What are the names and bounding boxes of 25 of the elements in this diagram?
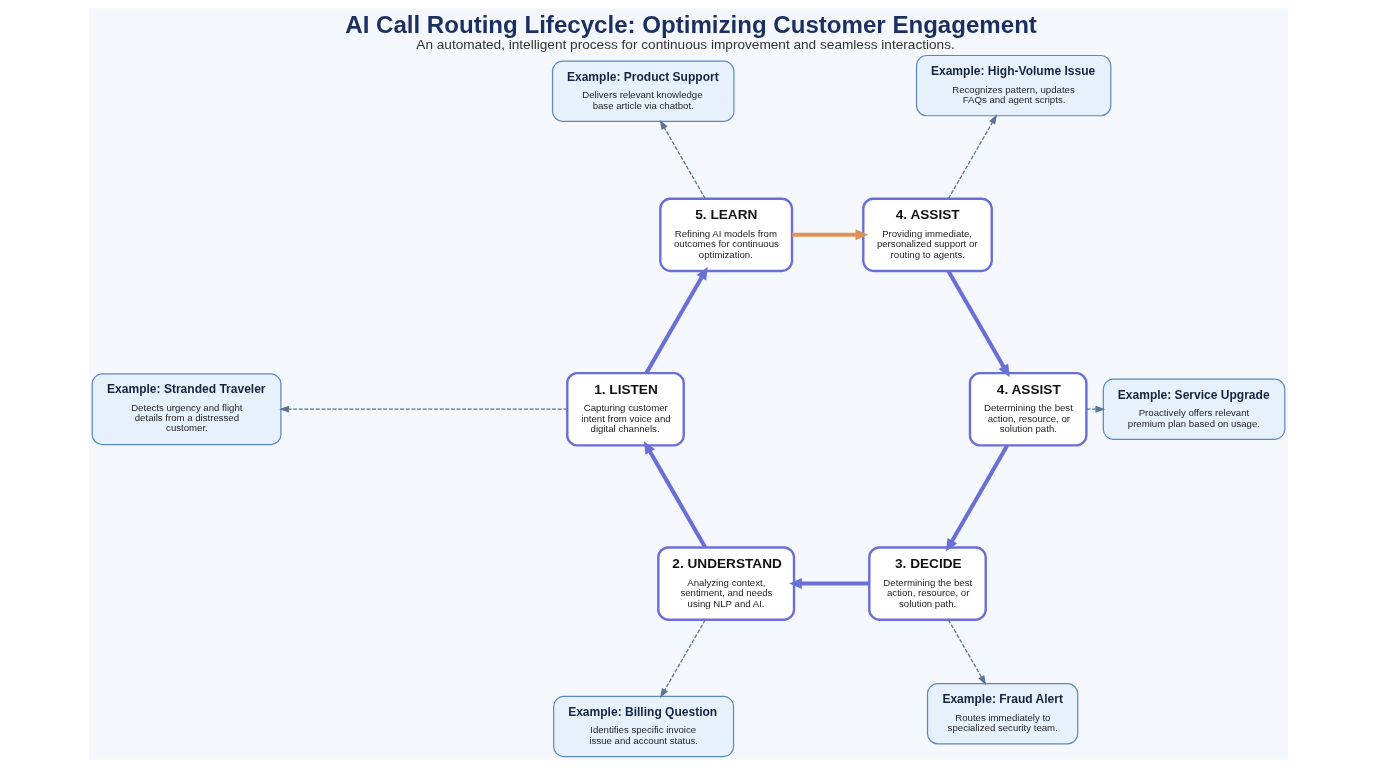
diagram-title: AI Call Routing Lifecycle: Optimizing Customer Engagement <box>344 11 1037 39</box>
arrow <box>947 114 997 199</box>
node-box: 3. DECIDE Determining the best action, resource, or solution path. <box>867 546 987 621</box>
arrow <box>643 441 707 549</box>
arrow <box>788 578 869 590</box>
node-box: 2. UNDERSTAND Analyzing context, sentiment, and needs using NLP and AI. <box>656 546 795 621</box>
node-box: Example: High-Volume Issue Recognizes pattern, updates FAQs and agent scripts. <box>915 54 1111 117</box>
node-box: 4. ASSIST Providing immediate, personalized support or routing to agents. <box>861 197 993 273</box>
node-box: Example: Stranded Traveler Detects urgency and flight details from a distressed customer. <box>91 373 281 446</box>
arrow <box>1085 405 1105 413</box>
node-box: Example: Product Support Delivers relevant knowledge base article via chatbot. <box>551 60 735 122</box>
node-box: 4. ASSIST Determining the best action, resource, or solution path. <box>968 371 1088 447</box>
arrow <box>947 619 986 686</box>
node-box: Example: Service Upgrade Proactively offers relevant premium plan based on usage. <box>1102 378 1285 440</box>
arrow <box>659 619 706 699</box>
node-box: Example: Fraud Alert Routes immediately to specialized security team. <box>926 682 1078 745</box>
node-box: 5. LEARN Refining AI models from outcomes for continuous optimization. <box>658 197 793 273</box>
arrow <box>644 266 708 374</box>
arrow <box>659 119 706 200</box>
node-box: Example: Billing Question Identifies specific invoice issue and account status. <box>552 695 734 758</box>
arrow <box>945 444 1009 552</box>
arrow <box>278 405 568 413</box>
node-box: 1. LISTEN Capturing customer intent from voice and digital channels. <box>565 371 685 447</box>
arrow <box>946 270 1010 378</box>
arrow <box>791 229 868 241</box>
